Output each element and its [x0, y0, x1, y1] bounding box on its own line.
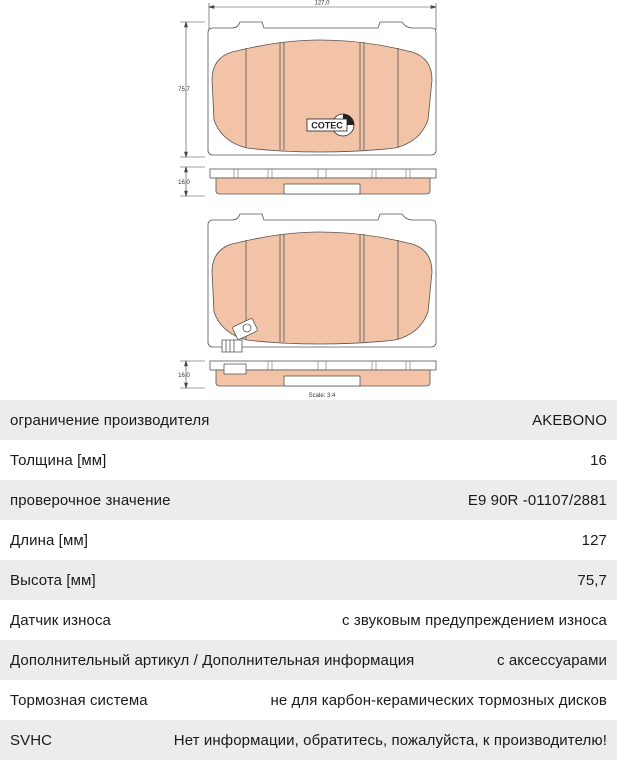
- bottom-friction-material: [211, 231, 433, 345]
- spec-value: с аксессуарами: [496, 651, 607, 669]
- spec-label: Длина [мм]: [10, 531, 89, 549]
- spec-label: Датчик износа: [10, 611, 111, 629]
- spec-row-test-mark: проверочное значение E9 90R -01107/2881: [0, 480, 617, 520]
- spec-value: AKEBONO: [532, 411, 607, 429]
- cotec-logo: COTEC: [306, 113, 355, 137]
- spec-value: 75,7: [577, 571, 607, 589]
- top-friction-material: [211, 39, 433, 153]
- spec-value: не для карбон-керамических тормозных дис…: [270, 691, 607, 709]
- top-pad-grooves: [245, 42, 399, 150]
- bottom-thickness-dimension: [180, 359, 205, 390]
- spec-value: 127: [581, 531, 607, 549]
- spec-row-wear-sensor: Датчик износа с звуковым предупреждением…: [0, 600, 617, 640]
- spec-label: Высота [мм]: [10, 571, 96, 589]
- top-thickness-label: 16,0: [178, 180, 190, 186]
- spec-label: Тормозная система: [10, 691, 148, 709]
- scale-label: Scale: 3:4: [309, 393, 336, 399]
- spec-row-brake-system: Тормозная система не для карбон-керамиче…: [0, 680, 617, 720]
- bottom-side-view: [209, 360, 437, 387]
- spec-label: Дополнительный артикул / Дополнительная …: [10, 651, 415, 669]
- spec-value: Нет информации, обратитесь, пожалуйста, …: [173, 731, 607, 749]
- spec-row-manufacturer-restriction: ограничение производителя AKEBONO: [0, 400, 617, 440]
- spec-label: проверочное значение: [10, 491, 171, 509]
- cotec-logo-text: COTEC: [311, 121, 343, 131]
- spec-label: SVHC: [10, 731, 53, 749]
- top-side-view: [209, 168, 437, 195]
- spec-value: с звуковым предупреждением износа: [342, 611, 607, 629]
- top-thickness-dimension: [180, 165, 205, 198]
- spec-row-svhc: SVHC Нет информации, обратитесь, пожалуй…: [0, 720, 617, 760]
- wear-sensor-clip: [221, 318, 258, 353]
- spec-value: 16: [590, 451, 607, 469]
- spec-label: Толщина [мм]: [10, 451, 107, 469]
- width-dimension: [207, 3, 438, 30]
- width-dimension-label: 127,0: [314, 1, 330, 7]
- height-dimension: [180, 20, 205, 159]
- spec-row-additional-info: Дополнительный артикул / Дополнительная …: [0, 640, 617, 680]
- height-dimension-label: 75,7: [178, 87, 190, 93]
- spec-value: E9 90R -01107/2881: [467, 491, 607, 509]
- spec-row-height: Высота [мм] 75,7: [0, 560, 617, 600]
- bottom-thickness-label: 16,0: [178, 373, 190, 379]
- spec-table: ограничение производителя AKEBONO Толщин…: [0, 400, 617, 760]
- technical-drawing: 127,0 75,7 COTEC: [178, 0, 438, 399]
- spec-row-thickness: Толщина [мм] 16: [0, 440, 617, 480]
- spec-label: ограничение производителя: [10, 411, 210, 429]
- brake-pad-drawing: 127,0 75,7 COTEC: [178, 1, 438, 399]
- spec-row-length: Длина [мм] 127: [0, 520, 617, 560]
